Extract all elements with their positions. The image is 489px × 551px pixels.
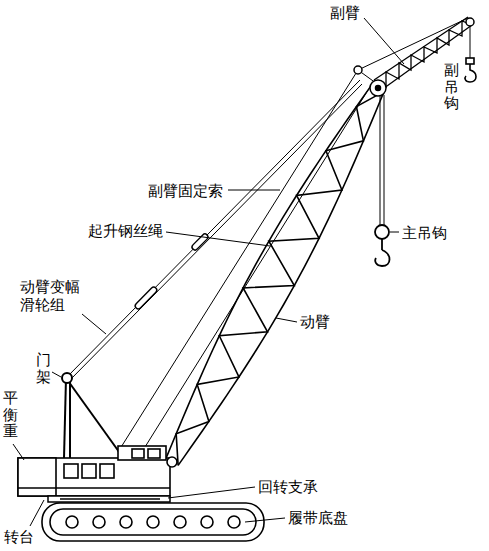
turntable <box>100 464 114 478</box>
slewing-bearing <box>60 498 160 500</box>
boom-lattice <box>166 85 384 466</box>
main-hook <box>381 239 383 250</box>
leader-line <box>52 372 61 377</box>
crawler-roller <box>174 516 186 528</box>
turntable <box>18 458 170 496</box>
crawler-chassis <box>50 509 256 535</box>
rope <box>66 80 360 378</box>
main-hook <box>375 250 389 266</box>
part-label: 副臂固定索 <box>148 182 223 200</box>
gantry <box>69 378 71 458</box>
turntable <box>82 464 96 478</box>
crawler-roller <box>66 516 78 528</box>
leader-line <box>13 444 24 460</box>
turntable <box>167 457 177 467</box>
gantry <box>62 373 122 458</box>
part-label: 转台 <box>4 528 34 546</box>
sheave <box>376 86 381 91</box>
part-label: 门架 <box>36 352 51 385</box>
rope <box>384 95 385 225</box>
leader-line <box>276 318 297 322</box>
turntable <box>64 464 78 478</box>
slewing-bearing <box>48 496 170 502</box>
gantry <box>62 373 72 383</box>
crawler-roller <box>147 516 159 528</box>
boom-lattice <box>166 85 372 459</box>
aux-hook <box>465 64 476 82</box>
part-label: 副臂 <box>330 4 360 22</box>
part-label: 动臂 <box>300 313 330 331</box>
leader-line <box>228 190 280 191</box>
leader-line <box>168 487 255 498</box>
gantry <box>64 378 66 458</box>
aux-hook <box>466 58 474 64</box>
rope <box>66 18 470 455</box>
crawler-roller <box>120 516 132 528</box>
slewing-bearing <box>48 496 170 502</box>
part-label: 副吊钩 <box>444 62 459 112</box>
sheave <box>466 18 474 26</box>
rope <box>69 84 362 381</box>
crawler-chassis <box>42 503 264 541</box>
rope <box>140 90 368 455</box>
part-label: 起升钢丝绳 <box>88 222 163 240</box>
leader-line <box>13 18 404 526</box>
luffing-pulley-block <box>134 286 158 310</box>
part-label: 动臂变幅滑轮组 <box>20 278 82 314</box>
rope <box>470 24 471 60</box>
sheave <box>354 66 362 74</box>
turntable <box>18 446 177 496</box>
leader-line <box>82 314 106 334</box>
turntable <box>132 449 144 458</box>
turntable <box>18 487 170 489</box>
part-label: 主吊钩 <box>402 224 447 242</box>
crawler-roller <box>93 516 105 528</box>
turntable <box>18 458 56 496</box>
crawler-roller <box>228 516 240 528</box>
crawler-roller <box>201 516 213 528</box>
part-label: 履带底盘 <box>288 509 348 527</box>
leader-line <box>30 500 44 526</box>
leader-line <box>364 18 404 64</box>
leader-line <box>166 232 270 246</box>
sheave <box>370 80 386 96</box>
crawler-chassis <box>42 503 264 541</box>
main-hook <box>375 225 389 239</box>
part-label: 回转支承 <box>258 478 318 496</box>
boom-lattice <box>178 91 384 465</box>
rope <box>380 95 381 225</box>
turntable <box>118 446 166 460</box>
main-hook <box>375 225 390 266</box>
aux-hook <box>465 58 476 82</box>
boom-lattice <box>176 91 384 465</box>
luffing-pulley-block <box>134 233 209 310</box>
leader-line <box>245 518 285 522</box>
turntable <box>148 449 160 458</box>
rope <box>118 70 358 452</box>
leader-line <box>390 232 399 233</box>
gantry <box>66 378 122 456</box>
part-label: 平衡重 <box>3 390 18 440</box>
